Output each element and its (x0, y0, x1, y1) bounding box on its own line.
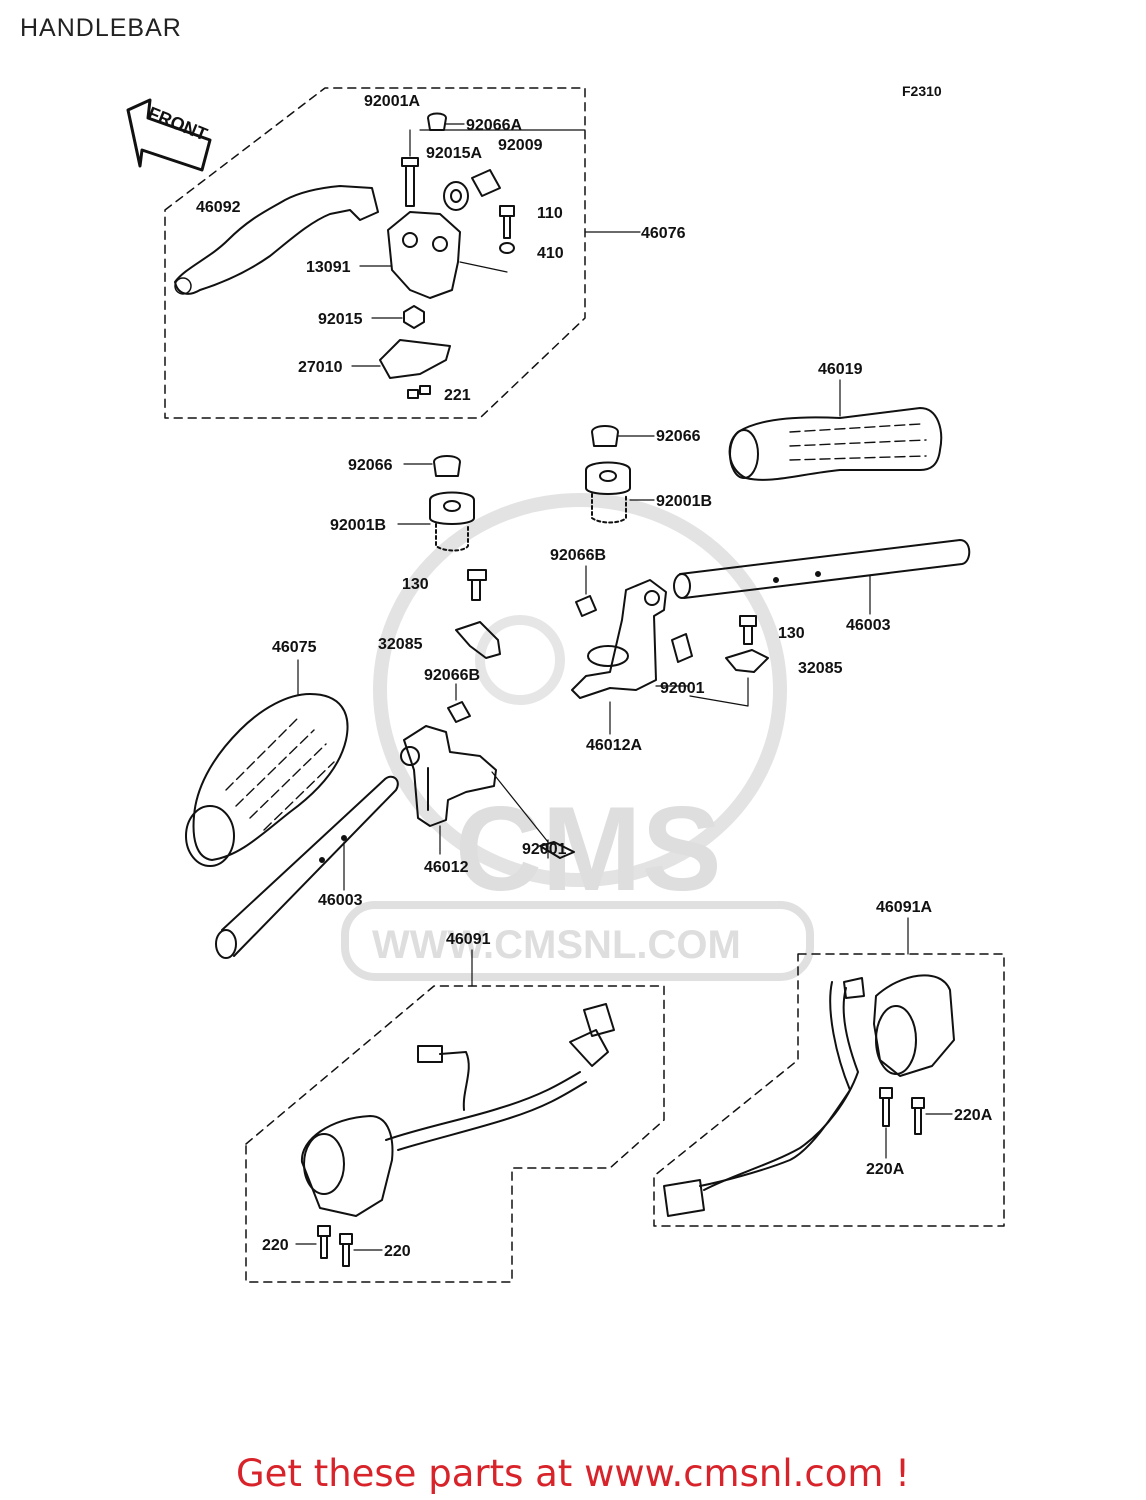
lever-holder-13091 (387, 211, 461, 299)
lever-assembly-box (164, 87, 586, 419)
label-221: 221 (444, 387, 471, 404)
grip-46075 (185, 693, 349, 867)
label-46003-left: 46003 (318, 892, 363, 909)
label-46091: 46091 (446, 931, 491, 948)
brake-lever (174, 185, 379, 295)
handlebar-holder-46012a (571, 579, 667, 699)
label-92009: 92009 (498, 137, 543, 154)
front-indicator-label: FRONT (145, 103, 210, 145)
label-46003-right: 46003 (846, 617, 891, 634)
label-46091a: 46091A (876, 899, 932, 916)
label-410: 410 (537, 245, 564, 262)
watermark-url-text: WWW.CMSNL.COM (372, 923, 741, 967)
switch-27010 (379, 339, 451, 379)
plug-92066b-bottom (447, 701, 471, 723)
label-220a-bottom: 220A (866, 1161, 905, 1178)
label-46075: 46075 (272, 639, 317, 656)
label-92001a: 92001A (364, 93, 420, 110)
bolt-92001-right (671, 633, 693, 663)
label-220a-right: 220A (954, 1107, 993, 1124)
label-220-left: 220 (262, 1237, 289, 1254)
label-46012a: 46012A (586, 737, 642, 754)
adjuster-92009 (471, 169, 501, 197)
label-27010: 27010 (298, 359, 343, 376)
label-46012: 46012 (424, 859, 469, 876)
handlebar-tube-right (673, 539, 971, 599)
clamp-32085-right (725, 649, 769, 673)
bar-end-92001b-right (585, 461, 631, 524)
bolt-130-right (739, 615, 757, 645)
label-92066-left: 92066 (348, 457, 393, 474)
cap-92066a (427, 112, 447, 131)
right-switch-box (653, 953, 1005, 1227)
screw-220a-right (911, 1097, 925, 1135)
screw-220-right (339, 1233, 353, 1267)
screw-220a-left (879, 1087, 893, 1127)
front-arrow-icon (126, 98, 212, 172)
nut-92015 (403, 305, 425, 329)
cmsnl-watermark: CMS WWW.CMSNL.COM (341, 493, 814, 981)
label-130-left: 130 (402, 576, 429, 593)
screw-221 (407, 385, 431, 399)
clamp-32085-left (455, 621, 501, 659)
label-92001-bottom: 92001 (522, 841, 567, 858)
left-handlebar-switch-46091 (300, 1003, 615, 1217)
washer-410 (499, 242, 515, 254)
label-92001b-right: 92001B (656, 493, 712, 510)
end-cap-92066-right (591, 425, 619, 447)
label-13091: 13091 (306, 259, 351, 276)
left-switch-box (245, 985, 665, 1283)
label-110: 110 (537, 205, 563, 222)
end-cap-92066-left (433, 455, 461, 477)
page-title: HANDLEBAR (20, 14, 182, 42)
label-92015: 92015 (318, 311, 363, 328)
leader-46076 (419, 129, 641, 233)
bolt-92001-bottom (539, 841, 575, 859)
bolt-92001a (401, 157, 419, 207)
screw-220-left (317, 1225, 331, 1259)
bolt-130-left (467, 569, 487, 601)
bolt-110 (499, 205, 515, 239)
label-92015a: 92015A (426, 145, 482, 162)
label-46092: 46092 (196, 199, 241, 216)
grip-46019 (728, 407, 943, 481)
plug-92066b-top (575, 595, 597, 617)
label-46019: 46019 (818, 361, 863, 378)
watermark-logo-text: CMS (455, 782, 722, 916)
label-92066b-bottom: 92066B (424, 667, 480, 684)
right-handlebar-switch-46091a (663, 974, 955, 1217)
bar-end-92001b-left (429, 491, 475, 552)
handlebar-holder-46012 (400, 725, 497, 827)
label-32085-left: 32085 (378, 636, 423, 653)
bushing-92015a (443, 181, 469, 211)
figure-code: F2310 (902, 83, 942, 99)
label-92001-right: 92001 (660, 680, 705, 697)
footer-promo-link[interactable]: Get these parts at www.cmsnl.com ! (235, 1452, 910, 1495)
label-32085-right: 32085 (798, 660, 843, 677)
handlebar-tube-left (215, 775, 399, 959)
label-92066a: 92066A (466, 117, 522, 134)
label-130-right: 130 (778, 625, 805, 642)
label-92001b-left: 92001B (330, 517, 386, 534)
label-220-right: 220 (384, 1243, 411, 1260)
label-46076: 46076 (641, 225, 686, 242)
label-92066-right: 92066 (656, 428, 701, 445)
label-92066b-top: 92066B (550, 547, 606, 564)
